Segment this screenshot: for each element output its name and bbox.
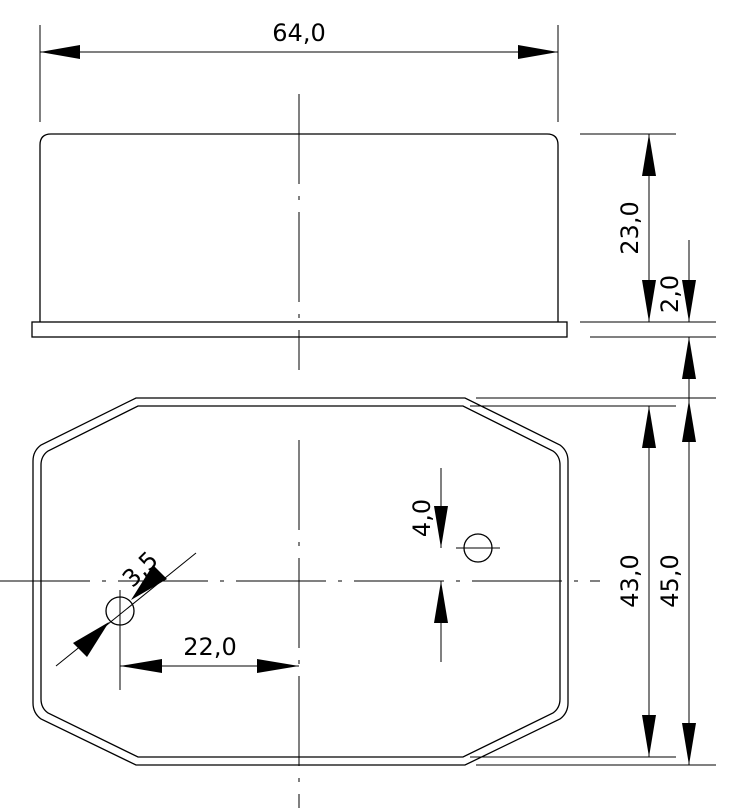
arrowhead <box>40 45 80 59</box>
arrowhead <box>642 134 656 176</box>
arrowhead <box>642 715 656 757</box>
arrowhead <box>257 659 299 673</box>
arrowhead <box>131 565 167 600</box>
dim-hole-diameter: 3,5 <box>55 546 197 667</box>
arrowhead <box>642 280 656 322</box>
dim-base-thickness: 2,0 <box>656 240 696 400</box>
dim-body-height: 23,0 <box>580 133 716 338</box>
arrowhead <box>642 406 656 448</box>
arrowhead <box>682 280 696 322</box>
dim-pin-size: 4,0 <box>408 468 448 662</box>
dim-inner-width: 43,0 <box>470 405 676 758</box>
dim-outer-width: 45,0 <box>476 397 716 766</box>
plan-inner-outline <box>40 405 561 758</box>
front-view <box>31 94 568 370</box>
arrowhead <box>434 581 448 623</box>
arrowhead <box>73 622 109 657</box>
dim-hole-offset: 22,0 <box>120 633 299 673</box>
plan-outer-outline <box>32 397 569 766</box>
dim-text-hole-diameter: 3,5 <box>117 546 164 593</box>
arrowhead <box>682 337 696 379</box>
dim-text-base-thickness: 2,0 <box>656 275 684 313</box>
dim-text-outer-width: 45,0 <box>656 554 684 607</box>
dim-text-inner-width: 43,0 <box>616 554 644 607</box>
arrowhead <box>120 659 162 673</box>
dim-text-hole-offset: 22,0 <box>183 633 236 661</box>
arrowhead <box>518 45 558 59</box>
arrowhead <box>682 723 696 765</box>
dim-text-pin-size: 4,0 <box>408 499 436 537</box>
arrowhead <box>434 506 448 548</box>
dim-text-body-height: 23,0 <box>616 201 644 254</box>
plan-view <box>0 397 600 808</box>
dim-overall-length: 64,0 <box>39 19 559 122</box>
arrowhead <box>682 400 696 442</box>
dim-text-overall-length: 64,0 <box>272 19 325 47</box>
